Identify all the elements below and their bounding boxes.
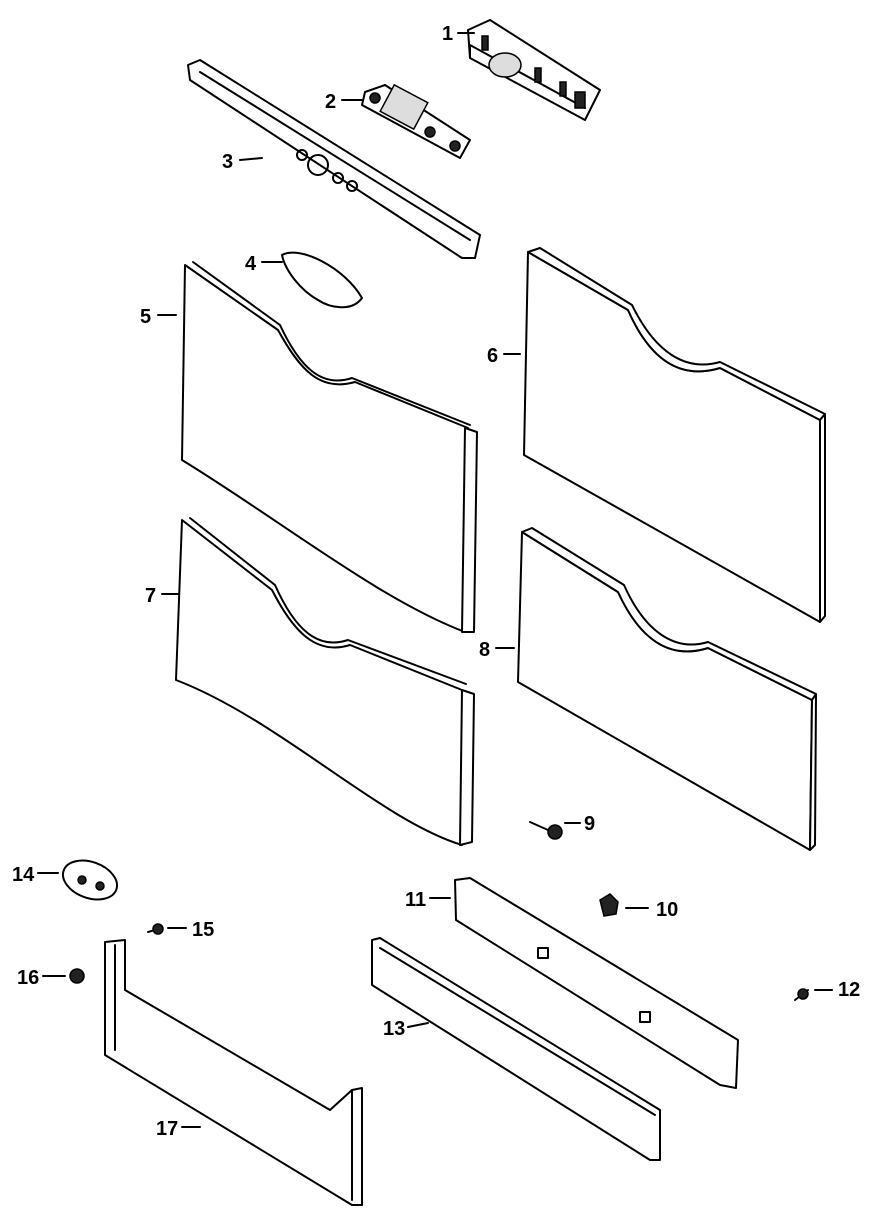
part-2-switch-bracket bbox=[362, 85, 470, 158]
part-1-control-board bbox=[468, 20, 600, 120]
callout-15: 15 bbox=[168, 919, 214, 941]
callout-14: 14 bbox=[12, 864, 58, 886]
callout-6: 6 bbox=[487, 345, 520, 367]
callout-3: 3 bbox=[222, 151, 262, 173]
callout-label: 16 bbox=[17, 967, 39, 989]
callout-10: 10 bbox=[626, 899, 678, 921]
part-15-screw bbox=[148, 924, 163, 934]
callout-16: 16 bbox=[17, 967, 65, 989]
part-16-nut bbox=[70, 969, 84, 983]
part-12-screw bbox=[795, 989, 808, 1000]
part-4-gasket bbox=[282, 253, 362, 308]
callout-7: 7 bbox=[145, 585, 178, 607]
callout-label: 12 bbox=[838, 979, 860, 1001]
callout-5: 5 bbox=[140, 306, 176, 328]
callout-11: 11 bbox=[405, 889, 450, 911]
callout-label: 8 bbox=[479, 639, 490, 661]
callout-label: 6 bbox=[487, 345, 498, 367]
callout-12: 12 bbox=[815, 979, 860, 1001]
callout-17: 17 bbox=[156, 1118, 200, 1140]
callout-13: 13 bbox=[383, 1018, 428, 1040]
callout-8: 8 bbox=[479, 639, 514, 661]
callout-9: 9 bbox=[565, 813, 595, 835]
part-9-screw bbox=[530, 822, 562, 839]
callout-label: 9 bbox=[584, 813, 595, 835]
callout-label: 2 bbox=[325, 91, 336, 113]
callout-label: 11 bbox=[405, 889, 426, 911]
part-17-toe-kick bbox=[105, 940, 362, 1205]
callout-label: 17 bbox=[156, 1118, 178, 1140]
part-14-end-cap bbox=[58, 854, 123, 907]
callout-label: 13 bbox=[383, 1018, 405, 1040]
callout-label: 15 bbox=[192, 919, 214, 941]
callout-label: 1 bbox=[442, 23, 453, 45]
callout-label: 10 bbox=[656, 899, 678, 921]
callout-label: 14 bbox=[12, 864, 35, 886]
callout-label: 7 bbox=[145, 585, 156, 607]
callout-label: 3 bbox=[222, 151, 233, 173]
callout-label: 4 bbox=[245, 253, 257, 275]
part-10-clip bbox=[600, 894, 618, 916]
callout-2: 2 bbox=[325, 91, 362, 113]
callout-4: 4 bbox=[245, 253, 282, 275]
callout-label: 5 bbox=[140, 306, 151, 328]
